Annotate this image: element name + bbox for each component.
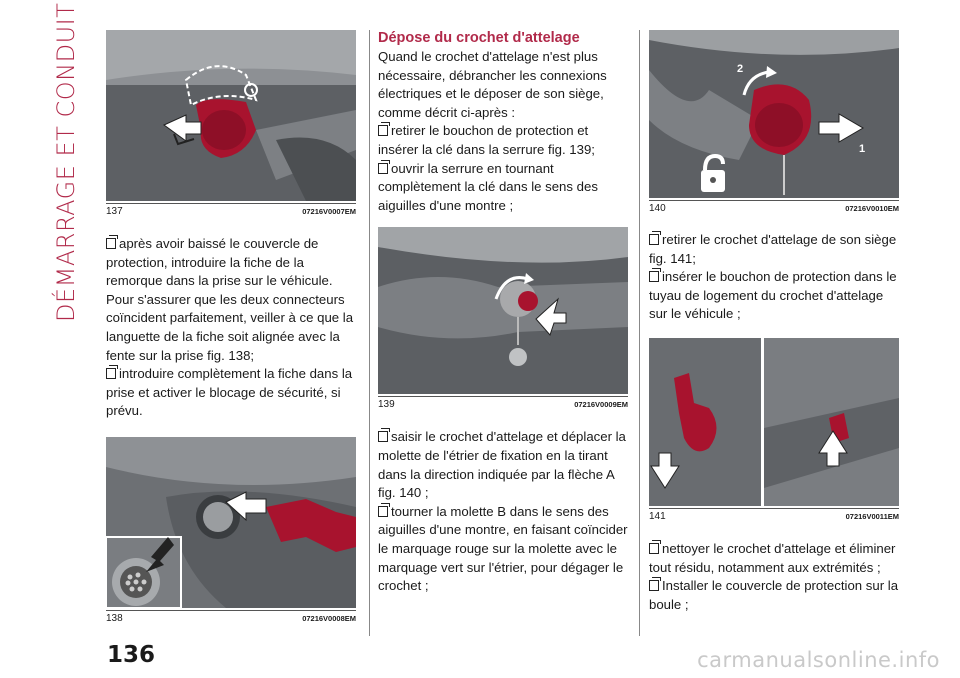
chapter-side-title: DÉMARRAGE ET CONDUITE xyxy=(46,0,86,322)
paragraph: Quand le crochet d'attelage n'est plus n… xyxy=(378,49,607,120)
figure-code: 07216V0007EM xyxy=(302,207,356,216)
figure-code: 07216V0010EM xyxy=(845,204,899,213)
checkbox-icon xyxy=(649,539,661,554)
figure-code: 07216V0011EM xyxy=(845,511,899,521)
col1-text: après avoir baissé le couvercle de prote… xyxy=(106,235,358,421)
column-3: 2 1 140 07216V0010EM retirer le crochet … xyxy=(649,30,901,614)
checkbox-icon xyxy=(106,235,118,249)
checkbox-icon xyxy=(649,231,661,245)
figure-140-illustration: 2 1 xyxy=(649,30,899,198)
watermark: carmanualsonline.info xyxy=(697,648,940,672)
figure-139-illustration xyxy=(378,227,628,395)
figure-number: 137 xyxy=(106,206,123,217)
figure-141-caption: 141 07216V0011EM xyxy=(649,507,899,522)
figure-137-caption: 137 07216V0007EM xyxy=(106,203,356,217)
list-item: saisir le crochet d'attelage et déplacer… xyxy=(378,428,626,501)
list-item: insérer le bouchon de protection dans le… xyxy=(649,268,897,322)
column-2: Dépose du crochet d'attelage Quand le cr… xyxy=(378,30,630,596)
checkbox-icon xyxy=(378,428,390,443)
figure-141-illustration xyxy=(649,337,899,506)
figure-140-caption: 140 07216V0010EM xyxy=(649,200,899,214)
list-item: Installer le couvercle de protection sur… xyxy=(649,577,899,612)
column-divider xyxy=(369,30,370,636)
list-item: tourner la molette B dans le sens des ai… xyxy=(378,502,628,594)
list-item: retirer le bouchon de protection et insé… xyxy=(378,122,595,157)
figure-code: 07216V0009EM xyxy=(574,400,628,410)
checkbox-icon xyxy=(378,122,390,137)
col3-text-top: retirer le crochet d'attelage de son siè… xyxy=(649,231,901,324)
checkbox-icon xyxy=(649,577,661,592)
chapter-title-text: DÉMARRAGE ET CONDUITE xyxy=(52,0,80,322)
column-divider xyxy=(639,30,640,636)
checkbox-icon xyxy=(378,159,390,174)
checkbox-icon xyxy=(649,268,661,283)
figure-138-caption: 138 07216V0008EM xyxy=(106,609,356,624)
arrow-label-2: 2 xyxy=(737,63,743,75)
checkbox-icon xyxy=(106,365,118,380)
figure-137-illustration xyxy=(106,30,356,201)
column-1: 137 07216V0007EM après avoir baissé le c… xyxy=(106,30,358,624)
figure-number: 141 xyxy=(649,510,666,522)
list-item: retirer le crochet d'attelage de son siè… xyxy=(649,231,897,266)
list-item: introduire complètement la fiche dans la… xyxy=(106,365,353,419)
arrow-label-1: 1 xyxy=(859,143,865,155)
page-number: 136 xyxy=(107,642,156,668)
figure-138-illustration xyxy=(106,436,356,608)
list-item: ouvrir la serrure en tournant complèteme… xyxy=(378,159,598,213)
section-heading: Dépose du crochet d'attelage xyxy=(378,30,580,46)
figure-139-caption: 139 07216V0009EM xyxy=(378,396,628,410)
list-item: après avoir baissé le couvercle de prote… xyxy=(106,235,354,363)
figure-number: 140 xyxy=(649,203,666,214)
checkbox-icon xyxy=(378,502,390,517)
col2-text-top: Quand le crochet d'attelage n'est plus n… xyxy=(378,48,630,215)
figure-code: 07216V0008EM xyxy=(302,613,356,623)
figure-number: 138 xyxy=(106,612,123,624)
figure-number: 139 xyxy=(378,399,395,411)
col3-text-bottom: nettoyer le crochet d'attelage et élimin… xyxy=(649,539,901,614)
col2-text-bottom: saisir le crochet d'attelage et déplacer… xyxy=(378,428,630,595)
list-item: nettoyer le crochet d'attelage et élimin… xyxy=(649,539,896,575)
